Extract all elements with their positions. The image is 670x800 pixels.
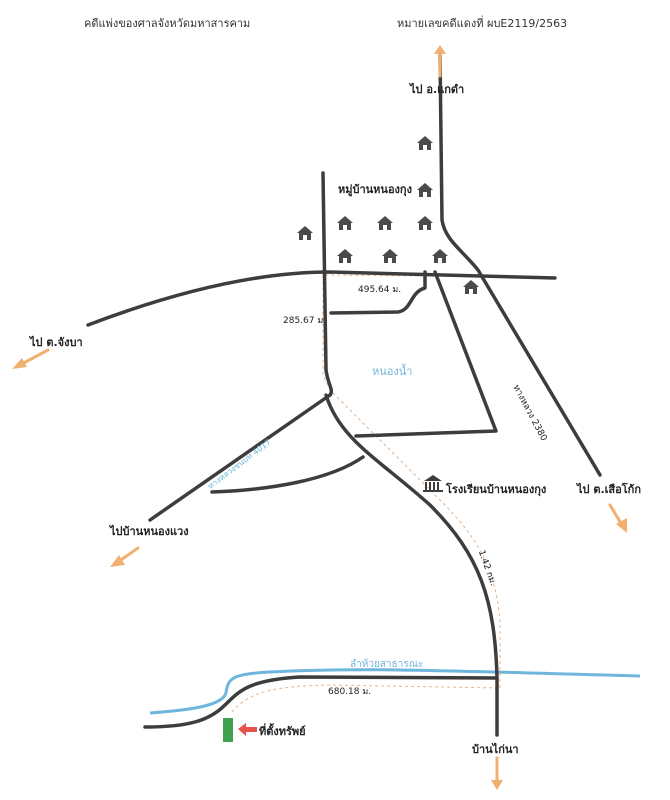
rural-road-4017: [148, 393, 332, 522]
village-label: หมู่บ้านหนองกุง: [338, 183, 412, 196]
side-road: [210, 455, 365, 494]
property-label: ที่ตั้งทรัพย์: [259, 725, 306, 738]
distance-label: 285.67 ม.: [283, 316, 327, 326]
arrow-southeast-icon: [608, 503, 627, 533]
house-icon: [417, 183, 433, 197]
house-icon: [377, 216, 393, 230]
house-icon: [417, 216, 433, 230]
direction-north: ไป อ.แกดำ: [410, 83, 465, 96]
road-village-vertical: [321, 171, 334, 397]
house-icon: [432, 249, 448, 263]
court-title: คดีแพ่งของศาลจังหวัดมหาสารคาม: [84, 17, 251, 30]
arrow-south-icon: [491, 756, 503, 790]
road-south: [324, 393, 499, 737]
direction-southeast: ไป ต.เสือโก้ก: [577, 483, 641, 496]
property-marker: [223, 718, 233, 742]
direction-southwest: ไปบ้านหนองแวง: [110, 525, 189, 538]
arrow-southwest-icon: [110, 546, 140, 567]
case-number: หมายเลขคดีแดงที่ ผบE2119/2563: [397, 17, 568, 30]
highway-2380-road: [438, 53, 602, 477]
road-pond-east: [354, 270, 498, 438]
creek-line: [149, 668, 641, 715]
parcel-road: [329, 270, 427, 315]
pointer-arrow-icon: [238, 723, 257, 736]
house-icon: [337, 249, 353, 263]
school-icon: [423, 475, 443, 492]
route-dashed-line: [231, 274, 501, 713]
arrow-west-icon: [12, 348, 50, 369]
house-icon: [297, 226, 313, 240]
road-west: [86, 270, 557, 327]
direction-west: ไป ต.จังบา: [30, 336, 83, 349]
distance-label: 680.18 ม.: [328, 687, 372, 697]
direction-south: บ้านไก่นา: [472, 743, 519, 756]
house-icon: [417, 136, 433, 150]
arrow-north-icon: [434, 45, 446, 78]
school-label: โรงเรียนบ้านหนองกุง: [446, 483, 547, 496]
house-icon: [463, 280, 479, 294]
distance-label: 495.64 ม.: [358, 285, 402, 295]
house-icon: [382, 249, 398, 263]
house-icon: [337, 216, 353, 230]
pond-label: หนองน้ำ: [372, 365, 413, 378]
road-property: [143, 675, 499, 729]
creek-label: ลำห้วยสาธารณะ: [350, 659, 424, 670]
